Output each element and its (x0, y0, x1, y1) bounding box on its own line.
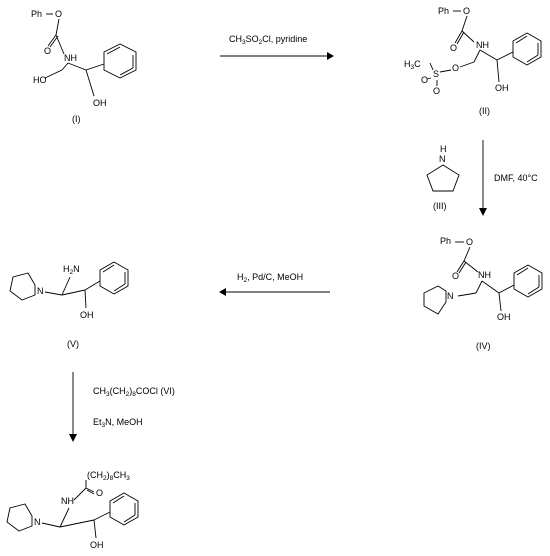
bonds-I (44, 13, 137, 97)
bonds-III (426, 164, 460, 192)
atom-ph: Ph (438, 6, 449, 16)
arrow-step-1: CH3SO2Cl, pyridine (220, 34, 334, 60)
atom-o: O (421, 75, 428, 85)
condition-step-2: DMF, 40°C (494, 173, 538, 183)
compound-label: (III) (433, 201, 447, 211)
atom-nh: NH (64, 53, 77, 63)
atom-ho: HO (33, 75, 47, 85)
amine-label: H2N (63, 264, 80, 276)
atom-o: O (433, 86, 440, 96)
atom-n: N (37, 286, 44, 296)
atom-ph: Ph (31, 9, 42, 19)
atom-oh: OH (90, 540, 104, 550)
atom-oh: OH (497, 312, 511, 322)
atom-oh: OH (80, 310, 94, 320)
bonds-II (426, 10, 542, 86)
bonds-VII (6, 480, 139, 539)
atom-ph: Ph (440, 236, 451, 246)
atom-oh: OH (93, 98, 107, 108)
atom-n: N (447, 291, 454, 301)
atom-nh: NH (478, 270, 491, 280)
compound-II: Ph O O NH O OH H3C S O O (404, 6, 542, 116)
compound-label: (I) (72, 114, 81, 124)
arrow-step-2: DMF, 40°C (479, 140, 538, 216)
atom-o: O (450, 43, 457, 53)
atom-n: N (439, 154, 446, 164)
atom-oh: OH (495, 83, 509, 93)
atom-s: S (433, 69, 439, 79)
atom-nh: NH (61, 496, 74, 506)
compound-label: (V) (67, 339, 79, 349)
compound-VII: (CH2)8CH3 O NH N OH (6, 470, 139, 550)
compound-V: H2N N OH (V) (9, 261, 129, 349)
compound-IV: Ph O O NH N OH (IV) (423, 236, 543, 351)
methyl-label: H3C (404, 59, 421, 71)
atom-o: O (452, 63, 459, 73)
atom-o: O (463, 6, 470, 16)
condition-step-1: CH3SO2Cl, pyridine (229, 34, 307, 46)
atom-o: O (55, 9, 62, 19)
atom-o: O (96, 488, 103, 498)
atom-h: H (440, 144, 447, 154)
bonds-V (9, 261, 129, 309)
atom-nh: NH (476, 40, 489, 50)
condition-step-4-line-1: CH3(CH2)8COCl (VI) (93, 386, 175, 398)
arrow-step-3: H2, Pd/C, MeOH (219, 272, 330, 296)
atom-n: N (34, 517, 41, 527)
compound-label: (II) (479, 106, 490, 116)
arrow-step-4: CH3(CH2)8COCl (VI) Et3N, MeOH (69, 372, 175, 442)
compound-III: H N (III) (426, 144, 460, 211)
condition-step-3: H2, Pd/C, MeOH (237, 272, 303, 284)
compound-label: (IV) (476, 341, 491, 351)
atom-o: O (44, 46, 51, 56)
condition-step-4-line-2: Et3N, MeOH (93, 417, 143, 429)
atom-o: O (452, 271, 459, 281)
atom-o: O (466, 237, 473, 247)
bonds-IV (423, 241, 543, 315)
compound-I: Ph O O NH HO OH (I) (31, 9, 137, 124)
acyl-chain-label: (CH2)8CH3 (87, 470, 130, 482)
